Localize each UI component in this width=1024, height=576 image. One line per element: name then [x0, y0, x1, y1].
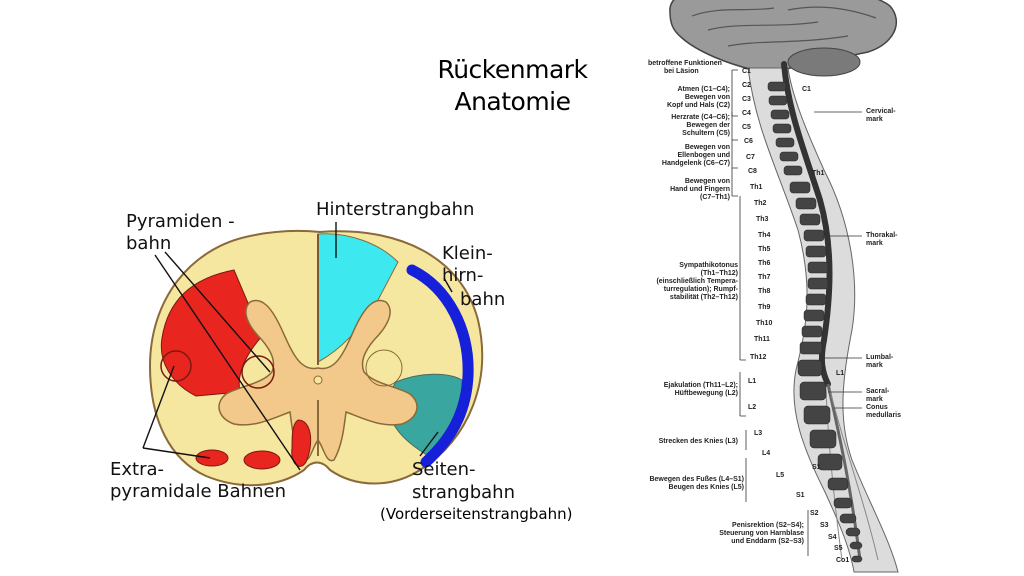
- pyramidal-circle-left: [160, 350, 192, 382]
- label-cerebellar-line2: hirn-: [442, 265, 484, 286]
- cord-label-c1: C1: [802, 86, 811, 93]
- pyramidal-circle-right: [241, 355, 275, 389]
- label-pyramidal-line1: Pyramiden -: [126, 211, 235, 232]
- segment-label: S4: [828, 534, 837, 541]
- region-lumbar: Lumbal- mark: [866, 354, 894, 369]
- function-foot: Bewegen des Fußes (L4–S1) Beugen des Kni…: [649, 476, 744, 491]
- function-breathing: Atmen (C1–C4); Bewegen von Kopf und Hals…: [667, 86, 730, 109]
- label-anterolateral-tract: (Vorderseitenstrangbahn): [380, 505, 573, 523]
- segment-label: S2: [810, 510, 819, 517]
- segment-label: C2: [742, 82, 751, 89]
- segment-label: Th3: [756, 216, 769, 223]
- segment-label: L1: [748, 378, 757, 385]
- segment-label: Th7: [758, 274, 771, 281]
- segment-label: Th5: [758, 246, 771, 253]
- segment-label: C5: [742, 124, 751, 131]
- extrapyramidal-area-3: [243, 450, 281, 470]
- segment-label: C8: [748, 168, 757, 175]
- function-sympathetic: Sympathikotonus (Th1–Th12) (einschließli…: [656, 262, 738, 301]
- spine-diagram: betroffene Funktionen bei Läsion Atmen (…: [628, 0, 1024, 576]
- title-line-1: Rückenmark: [437, 55, 588, 84]
- segment-label: C3: [742, 96, 751, 103]
- segment-label: S5: [834, 545, 843, 552]
- spinal-cord: [781, 61, 833, 387]
- cerebellar-tract: [406, 264, 474, 468]
- slide-title: Rückenmark Anatomie: [400, 54, 625, 118]
- spine-header-line1: betroffene Funktionen: [648, 60, 722, 67]
- segment-label: L2: [748, 404, 757, 411]
- segment-label: Th1: [750, 184, 763, 191]
- segment-label: Th11: [754, 336, 770, 343]
- function-hand: Bewegen von Hand und Fingern (C7–Th1): [670, 178, 730, 201]
- function-ejaculation: Ejakulation (Th11–L2); Hüftbewegung (L2): [663, 382, 738, 397]
- label-lateral-tract-line2: strangbahn: [412, 482, 515, 503]
- segment-label: L5: [776, 472, 785, 479]
- segment-label: Th9: [758, 304, 771, 311]
- spine-illustration: [669, 0, 899, 573]
- function-knee-extension: Strecken des Knies (L3): [658, 438, 738, 445]
- spine-header-line2: bei Läsion: [664, 68, 699, 75]
- function-heart-rate: Herzrate (C4–C6); Bewegen der Schultern …: [671, 114, 730, 137]
- segment-label: L4: [762, 450, 771, 457]
- cord-label-th1: Th1: [812, 170, 825, 177]
- label-cerebellar-line3: bahn: [460, 289, 506, 310]
- segment-label: Th8: [758, 288, 771, 295]
- segment-label: S3: [820, 522, 829, 529]
- title-line-2: Anatomie: [454, 87, 571, 116]
- cord-label-l1: L1: [836, 370, 845, 377]
- segment-label: C7: [746, 154, 755, 161]
- region-conus: Conus medullaris: [866, 404, 902, 419]
- label-extrapyramidal-line2: pyramidale Bahnen: [110, 481, 286, 502]
- label-pyramidal-line2: bahn: [126, 233, 172, 254]
- segment-label: C6: [744, 138, 753, 145]
- segment-label: C4: [742, 110, 751, 117]
- label-extrapyramidal-line1: Extra-: [110, 459, 165, 480]
- segment-label: Th10: [756, 320, 773, 327]
- region-cervical: Cervical- mark: [866, 108, 896, 123]
- segment-label: C1: [742, 68, 751, 75]
- vertebral-bodies: [767, 81, 863, 563]
- segment-label: Th2: [754, 200, 767, 207]
- label-cerebellar-line1: Klein-: [442, 243, 493, 264]
- function-elbow: Bewegen von Ellenbogen und Handgelenk (C…: [661, 144, 730, 167]
- label-lateral-tract-line1: Seiten-: [412, 459, 476, 480]
- segment-label: Th6: [758, 260, 771, 267]
- function-erection: Penisrektion (S2–S4); Steuerung von Harn…: [719, 522, 804, 545]
- segment-label: Co1: [836, 557, 850, 564]
- cord-label-s1: S1: [812, 464, 821, 471]
- extrapyramidal-area-2: [195, 449, 229, 467]
- segment-label: Th12: [750, 354, 767, 361]
- segment-label: S1: [796, 492, 805, 499]
- segment-label: L3: [754, 430, 763, 437]
- label-dorsal-column: Hinterstrangbahn: [316, 199, 475, 220]
- region-thoracic: Thorakal- mark: [866, 232, 898, 247]
- segment-label: Th4: [758, 232, 771, 239]
- spinal-cord-cross-section: [142, 222, 484, 487]
- region-sacral: Sacral- mark: [866, 388, 890, 403]
